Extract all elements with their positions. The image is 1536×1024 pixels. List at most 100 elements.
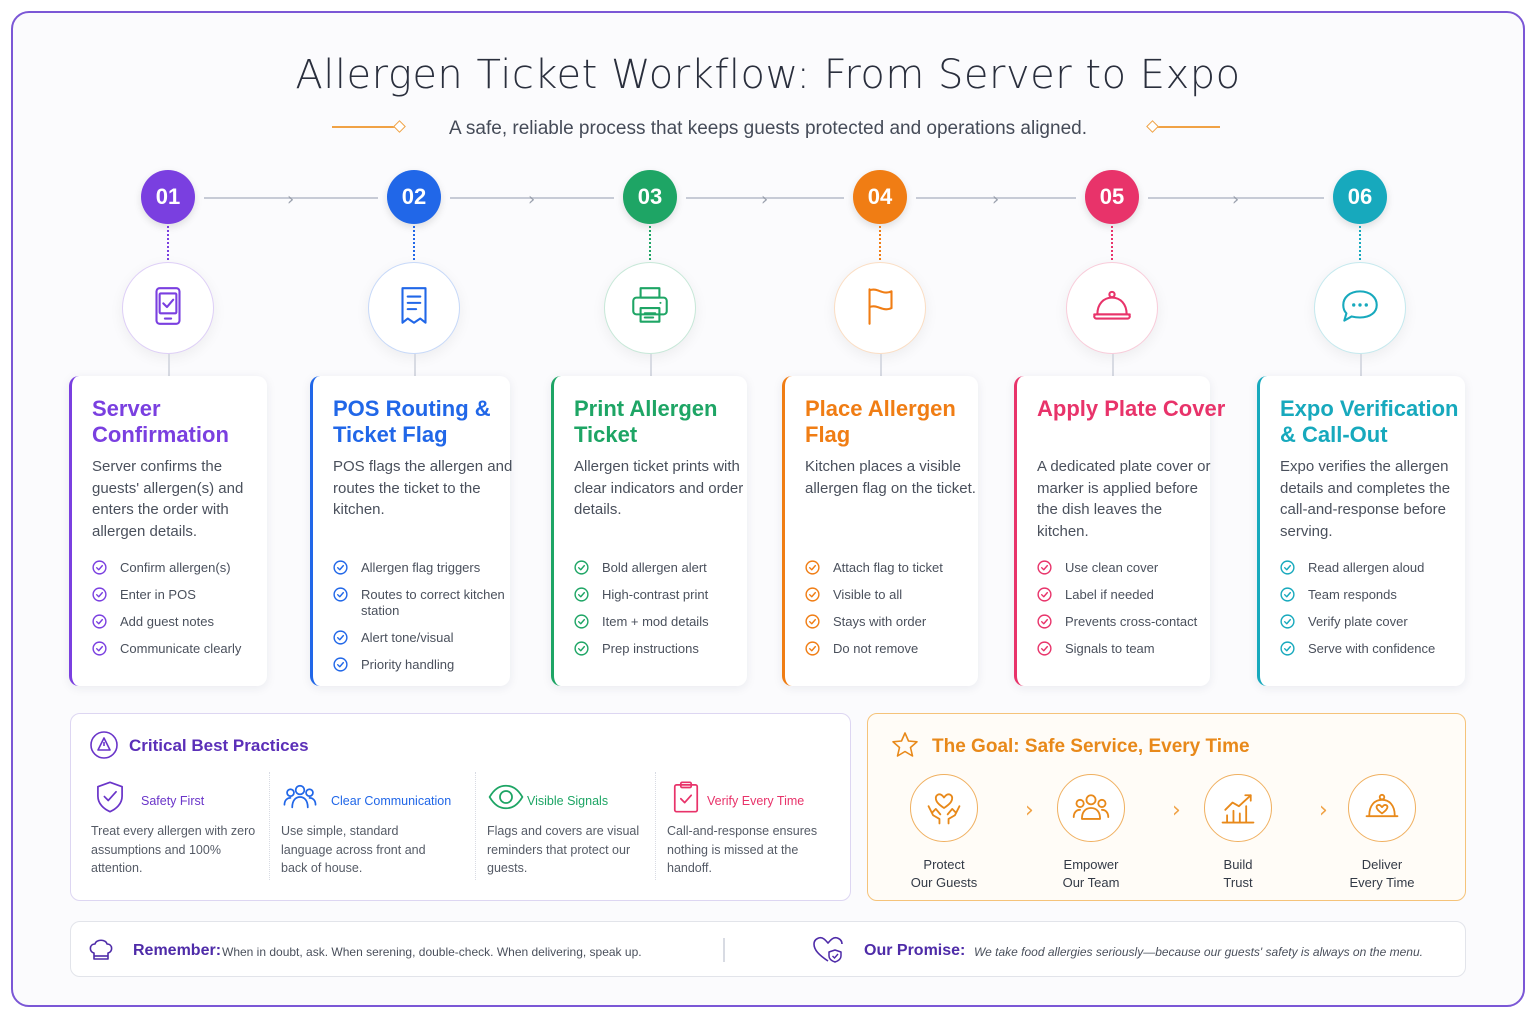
step-connector — [686, 197, 844, 199]
check-circle-icon — [805, 560, 820, 579]
step-stem — [880, 354, 882, 376]
check-circle-icon — [333, 630, 348, 649]
step-number-badge: 04 — [853, 170, 907, 224]
checklist-item: Use clean cover — [1037, 560, 1222, 576]
cloche-icon — [1089, 283, 1135, 334]
checklist-item: Alert tone/visual — [333, 630, 518, 646]
step-description: Server confirms the guests' allergen(s) … — [92, 458, 244, 540]
step-dotted-line — [1111, 226, 1113, 260]
checklist-item-label: Communicate clearly — [120, 641, 242, 656]
check-circle-icon — [574, 614, 589, 633]
checklist-item-label: Read allergen aloud — [1308, 560, 1425, 575]
check-circle-icon — [1037, 587, 1052, 606]
step-title: Expo Verification & Call-Out — [1280, 396, 1459, 447]
step-connector — [450, 197, 614, 199]
step-dotted-line — [879, 226, 881, 260]
step-icon-circle — [1314, 262, 1406, 354]
checklist-item: Priority handling — [333, 657, 518, 673]
checklist-item: Visible to all — [805, 587, 990, 603]
check-circle-icon — [333, 560, 348, 579]
heart-shield-icon — [811, 934, 845, 971]
step-dotted-line — [413, 226, 415, 260]
people-icon — [281, 778, 319, 821]
step-icon-circle — [1066, 262, 1158, 354]
checklist-item: Read allergen aloud — [1280, 560, 1465, 576]
goal-label-line2: Trust — [1223, 875, 1253, 890]
receipt-icon — [391, 283, 437, 334]
checklist-item-label: Label if needed — [1065, 587, 1154, 602]
subtitle-row: A safe, reliable process that keeps gues… — [0, 116, 1536, 142]
checklist-item-label: Use clean cover — [1065, 560, 1159, 575]
check-circle-icon — [805, 614, 820, 633]
best-practice-divider — [269, 772, 270, 880]
checklist-item: Prevents cross-contact — [1037, 614, 1222, 630]
best-practice-text: Flags and covers are visual reminders th… — [487, 824, 640, 875]
connector-arrow-icon: › — [1232, 189, 1240, 210]
checklist-item-label: Stays with order — [833, 614, 927, 629]
checklist-item-label: Bold allergen alert — [602, 560, 707, 575]
goal-label-line1: Protect — [923, 857, 965, 872]
goal-label-line1: Deliver — [1361, 857, 1403, 872]
checklist-item-label: Verify plate cover — [1308, 614, 1408, 629]
checklist-item: Add guest notes — [92, 614, 277, 630]
step-title: Print Allergen Ticket — [574, 396, 718, 447]
step-stem — [650, 354, 652, 376]
checklist-item: Item + mod details — [574, 614, 759, 630]
step-title: Server Confirmation — [92, 396, 229, 447]
growth-chart-icon — [1204, 774, 1272, 842]
checklist-item-label: Do not remove — [833, 641, 919, 656]
check-circle-icon — [574, 641, 589, 660]
step-title: Place Allergen Flag — [805, 396, 956, 447]
step-number-badge: 01 — [141, 170, 195, 224]
goal-label-line2: Every Time — [1349, 875, 1415, 890]
clipboard-check-icon — [667, 778, 705, 821]
best-practice-text: Treat every allergen with zero assumptio… — [91, 824, 256, 875]
step-title: POS Routing & Ticket Flag — [333, 396, 491, 447]
best-practice-divider — [655, 772, 656, 880]
step-number-badge: 06 — [1333, 170, 1387, 224]
step-connector — [916, 197, 1076, 199]
check-circle-icon — [1280, 587, 1295, 606]
chef-hat-icon — [85, 934, 117, 971]
checklist-item-label: Prep instructions — [602, 641, 699, 656]
step-description: A dedicated plate cover or marker is app… — [1037, 458, 1211, 540]
best-practice-label: Visible Signals — [527, 794, 609, 808]
check-circle-icon — [574, 587, 589, 606]
checklist-item: Signals to team — [1037, 641, 1222, 657]
goal-label-line2: Our Guests — [910, 875, 978, 890]
checklist-item: Confirm allergen(s) — [92, 560, 277, 576]
checklist-item: Label if needed — [1037, 587, 1222, 603]
step-description: Expo verifies the allergen details and c… — [1280, 458, 1451, 540]
step-description: Allergen ticket prints with clear indica… — [574, 458, 744, 518]
cloche-heart-icon — [1348, 774, 1416, 842]
goal-title: The Goal: Safe Service, Every Time — [932, 736, 1250, 757]
checklist-item: Stays with order — [805, 614, 990, 630]
step-stem — [168, 354, 170, 376]
step-number-badge: 02 — [387, 170, 441, 224]
step-description: Kitchen places a visible allergen flag o… — [805, 458, 976, 497]
checklist-item: Prep instructions — [574, 641, 759, 657]
goal-panel: The Goal: Safe Service, Every Time Prote… — [867, 713, 1466, 901]
checklist-item-label: High-contrast print — [602, 587, 709, 602]
step-connector — [204, 197, 378, 199]
checklist-item-label: Signals to team — [1065, 641, 1155, 656]
tablet-check-icon — [145, 283, 191, 334]
step-stem — [414, 354, 416, 376]
check-circle-icon — [805, 587, 820, 606]
checklist-item-label: Prevents cross-contact — [1065, 614, 1198, 629]
remember-label: Remember: — [133, 942, 222, 959]
chevron-right-icon: › — [1319, 798, 1328, 823]
best-practice-text: Call-and-response ensures nothing is mis… — [667, 824, 818, 875]
step-icon-circle — [368, 262, 460, 354]
check-circle-icon — [574, 560, 589, 579]
checklist-item: Do not remove — [805, 641, 990, 657]
footer-bar: Remember: When in doubt, ask. When seren… — [70, 921, 1466, 977]
checklist-item: Team responds — [1280, 587, 1465, 603]
